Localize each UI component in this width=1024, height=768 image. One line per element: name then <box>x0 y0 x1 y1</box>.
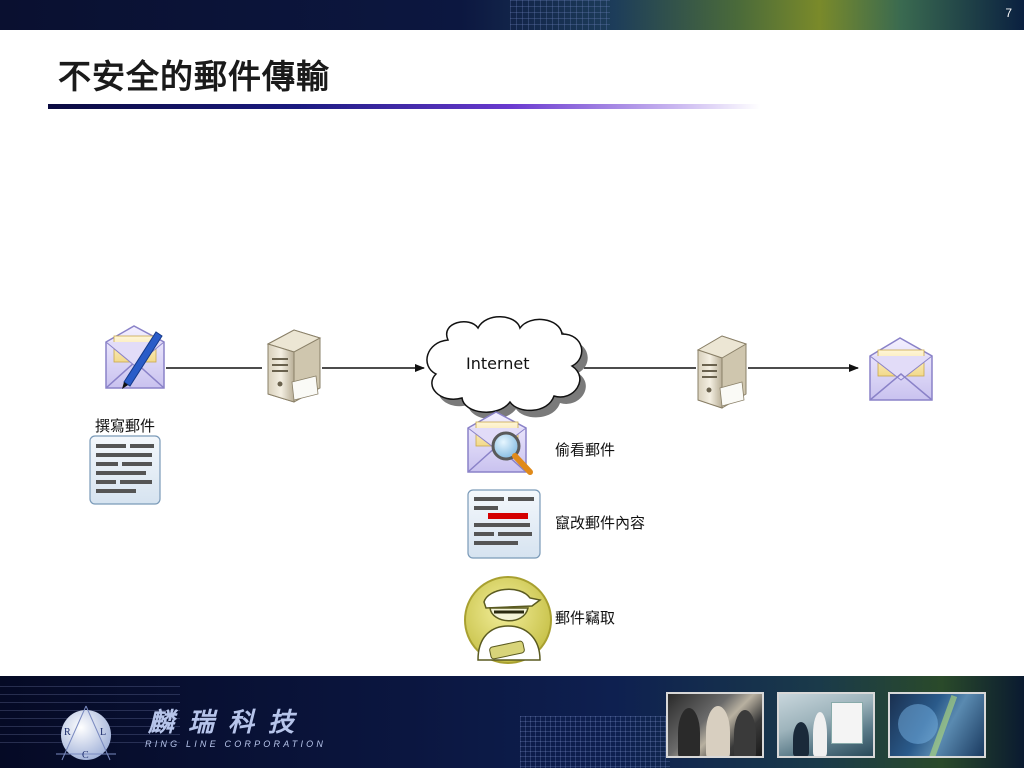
logo-letter-c: C <box>82 750 89 761</box>
sniff-label: 偷看郵件 <box>555 441 616 459</box>
tamper-label: 竄改郵件內容 <box>555 514 646 532</box>
open-envelope-icon <box>869 337 933 401</box>
document-icon <box>89 435 161 505</box>
footer-grid-pattern <box>520 716 670 768</box>
top-banner: 7 <box>0 0 1024 30</box>
steal-label: 郵件竊取 <box>555 609 616 627</box>
mail-server-icon-receiver <box>696 335 748 409</box>
footer-photo-meeting <box>777 692 875 758</box>
company-logo: R L C <box>56 705 116 761</box>
logo-letter-r: R <box>64 727 71 738</box>
internet-label: Internet <box>466 354 530 373</box>
logo-letter-l: L <box>100 727 106 738</box>
title-underline <box>48 104 760 109</box>
tampered-document-icon <box>467 489 541 559</box>
slide-number: 7 <box>1005 6 1012 20</box>
footer-banner: R L C 麟瑞科技 RING LINE CORPORATION <box>0 676 1024 768</box>
footer-photo-business-people <box>666 692 764 758</box>
footer-photo-technology <box>888 692 986 758</box>
slide-title: 不安全的郵件傳輸 <box>58 57 330 96</box>
envelope-pen-icon <box>105 325 165 389</box>
company-name-chinese: 麟瑞科技 <box>148 708 309 738</box>
mail-server-icon <box>266 329 322 403</box>
banner-grid-pattern <box>510 0 610 30</box>
envelope-magnifier-icon <box>467 411 533 475</box>
company-name-english: RING LINE CORPORATION <box>145 739 327 749</box>
compose-label: 撰寫郵件 <box>95 417 156 435</box>
spy-icon <box>464 576 552 664</box>
cloud-icon <box>426 316 588 420</box>
